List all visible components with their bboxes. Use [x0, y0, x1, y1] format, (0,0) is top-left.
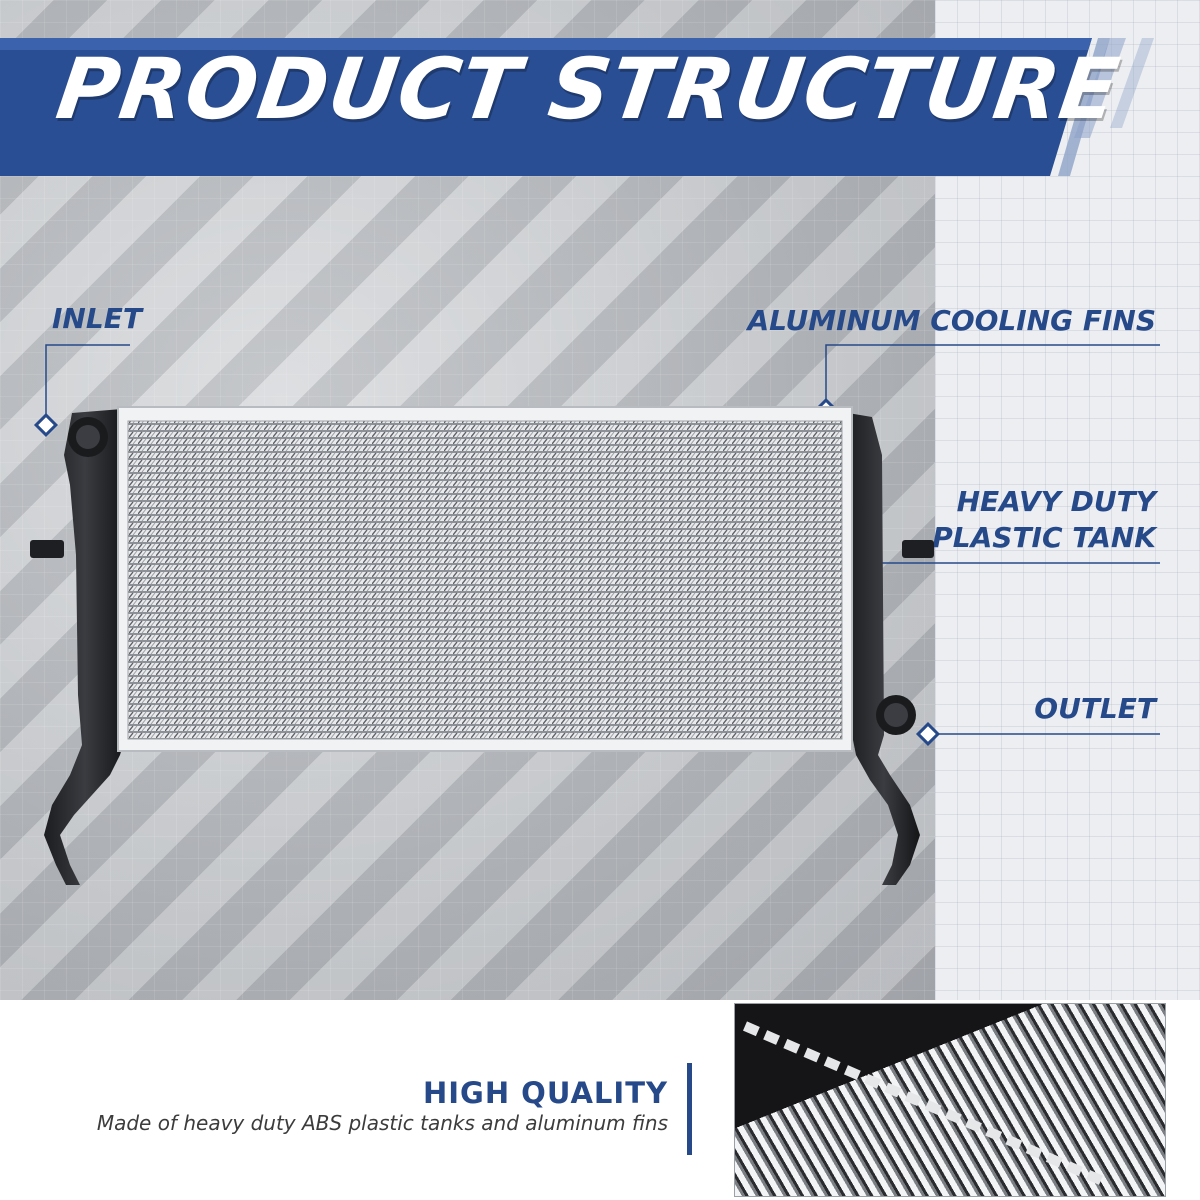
page-title: PRODUCT STRUCTURE: [51, 40, 1126, 138]
callout-tank-line2: PLASTIC TANK: [932, 521, 1156, 554]
radiator-image: [30, 406, 934, 885]
callout-inlet: INLET: [52, 302, 142, 335]
callout-plastic-tank: HEAVY DUTY PLASTIC TANK: [932, 484, 1156, 556]
callout-aluminum-fins: ALUMINUM COOLING FINS: [747, 304, 1156, 337]
callout-tank-line1: HEAVY DUTY: [956, 485, 1156, 518]
feature-title: HIGH QUALITY: [422, 1076, 668, 1110]
callout-outlet: OUTLET: [1034, 692, 1156, 725]
title-banner: [0, 38, 1154, 176]
feature-accent-bar: [687, 1063, 692, 1155]
fin-closeup-header-teeth: [743, 1021, 1107, 1187]
feature-description: Made of heavy duty ABS plastic tanks and…: [96, 1111, 668, 1135]
fin-closeup-tank: [735, 1004, 1165, 1196]
fin-closeup-image: [734, 1003, 1166, 1197]
